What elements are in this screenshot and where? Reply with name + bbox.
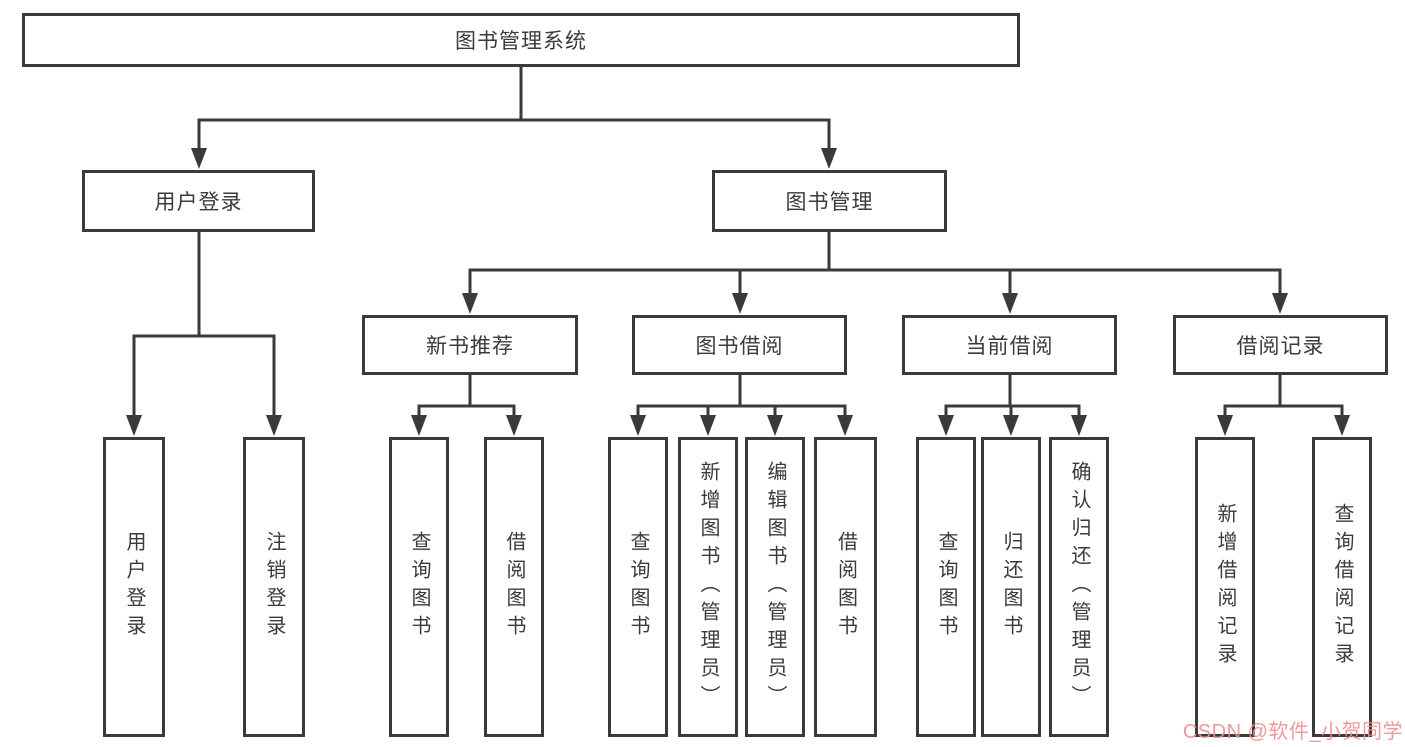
- node-label: 确认归还（管理员）: [1068, 461, 1090, 713]
- node-borrowing-records: 借阅记录: [1173, 315, 1388, 375]
- leaf-add-borrow-record: 新增借阅记录: [1195, 437, 1255, 737]
- node-system-root: 图书管理系统: [22, 13, 1020, 67]
- node-new-book-recommend: 新书推荐: [362, 315, 578, 375]
- leaf-add-books-admin: 新增图书（管理员）: [678, 437, 738, 737]
- arrow-icon: [126, 415, 142, 436]
- node-label: 当前借阅: [965, 335, 1054, 358]
- arrow-icon: [1217, 415, 1233, 436]
- node-label: 查询图书: [408, 531, 430, 643]
- node-label: 借阅图书: [834, 531, 857, 643]
- node-label: 编辑图书（管理员）: [764, 461, 786, 713]
- arrow-icon: [630, 415, 646, 436]
- leaf-borrow-books: 借阅图书: [814, 437, 877, 737]
- leaf-query-books-recommend: 查询图书: [389, 437, 449, 737]
- node-label: 新书推荐: [426, 335, 514, 358]
- node-label: 查询图书: [627, 531, 649, 643]
- node-label: 用户登录: [154, 191, 243, 214]
- node-label: 查询图书: [935, 531, 957, 643]
- leaf-query-borrow-record: 查询借阅记录: [1312, 437, 1372, 737]
- leaf-user-login: 用户登录: [103, 437, 165, 737]
- leaf-query-books-current: 查询图书: [916, 437, 976, 737]
- node-label: 用户登录: [123, 531, 145, 643]
- tree-edges: [132, 64, 1344, 418]
- node-label: 新增图书（管理员）: [697, 461, 719, 713]
- node-label: 图书借阅: [695, 335, 784, 358]
- arrow-icon: [1334, 415, 1350, 436]
- arrow-icon: [1272, 293, 1288, 314]
- node-label: 借阅图书: [503, 531, 525, 643]
- node-label: 借阅记录: [1236, 335, 1325, 358]
- node-book-management: 图书管理: [712, 170, 947, 232]
- arrow-icon: [1002, 293, 1018, 314]
- node-user-login: 用户登录: [82, 170, 315, 232]
- leaf-borrow-books-recommend: 借阅图书: [484, 437, 544, 737]
- arrow-icon: [732, 293, 748, 314]
- arrow-icon: [821, 148, 837, 169]
- arrow-icon: [938, 415, 954, 436]
- arrow-icon: [506, 415, 522, 436]
- arrow-icon: [1003, 415, 1019, 436]
- arrow-icon: [411, 415, 427, 436]
- node-label: 归还图书: [1000, 531, 1022, 643]
- arrowheads: [126, 148, 1350, 436]
- arrow-icon: [1071, 415, 1087, 436]
- arrow-icon: [700, 415, 716, 436]
- arrow-icon: [462, 293, 478, 314]
- node-label: 新增借阅记录: [1214, 503, 1236, 671]
- arrow-icon: [837, 415, 853, 436]
- leaf-edit-books-admin: 编辑图书（管理员）: [745, 437, 805, 737]
- leaf-return-books: 归还图书: [981, 437, 1041, 737]
- node-label: 注销登录: [263, 531, 285, 643]
- leaf-query-books-borrowing: 查询图书: [608, 437, 668, 737]
- arrow-icon: [266, 415, 282, 436]
- leaf-logout: 注销登录: [243, 437, 305, 737]
- arrow-icon: [191, 148, 207, 169]
- node-label: 图书管理: [785, 191, 874, 214]
- arrow-icon: [767, 415, 783, 436]
- node-label: 查询借阅记录: [1331, 503, 1353, 671]
- node-book-borrowing: 图书借阅: [632, 315, 847, 375]
- node-current-borrowing: 当前借阅: [902, 315, 1117, 375]
- leaf-confirm-return-admin: 确认归还（管理员）: [1049, 437, 1109, 737]
- csdn-watermark: CSDN @软件_小贺同学: [1182, 721, 1403, 743]
- node-label: 图书管理系统: [455, 30, 587, 53]
